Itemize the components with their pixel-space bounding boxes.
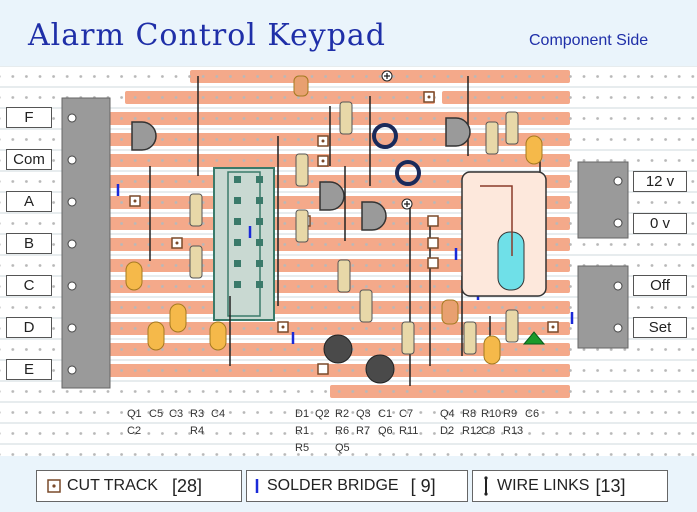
component-column: C3 [169, 408, 184, 420]
right-label-set: Set [633, 317, 687, 338]
page-title: Alarm Control Keypad [28, 18, 386, 53]
component-column: C5 [149, 408, 164, 420]
left-label-c: C [6, 275, 52, 296]
legend-solder-bridge-count: [ 9] [410, 475, 436, 496]
page-subtitle: Component Side [529, 32, 649, 49]
electrolytic-capacitor-icon [372, 123, 421, 186]
transistor-icon [131, 117, 471, 231]
wire-link-icon [484, 476, 488, 496]
right-label-0v: 0 v [633, 213, 687, 234]
relay-icon [461, 171, 547, 297]
legend-cut-track-count: [28] [171, 475, 203, 496]
led-icon [522, 331, 546, 345]
left-label-e: E [6, 359, 52, 380]
stripboard [0, 66, 697, 456]
left-header-connector [61, 97, 111, 389]
right-header-power [577, 161, 629, 239]
capacitor-icon [125, 75, 543, 365]
right-header-switch [577, 265, 629, 349]
left-label-b: B [6, 233, 52, 254]
legend-cut-track-label: CUT TRACK [67, 477, 158, 494]
component-column: C6 [525, 408, 540, 420]
solder-bridge-icon [255, 479, 259, 493]
left-label-d: D [6, 317, 52, 338]
resistor-icon [189, 101, 519, 355]
left-label-com: Com [6, 149, 52, 170]
legend-solder-bridge-label: SOLDER BRIDGE [267, 477, 399, 494]
legend-solder-bridge: SOLDER BRIDGE [ 9] [246, 470, 468, 502]
ic-icon [213, 167, 275, 321]
component-column: C4 [211, 408, 226, 420]
cut-track-icon [47, 479, 61, 493]
legend-wire-links-count: [13] [595, 475, 626, 496]
left-label-a: A [6, 191, 52, 212]
right-label-12v: 12 v [633, 171, 687, 192]
legend-cut-track: CUT TRACK [28] [36, 470, 242, 502]
component-column: Q2 [315, 408, 330, 420]
legend-wire-links: WIRE LINKS [13] [472, 470, 668, 502]
legend-wire-links-label: WIRE LINKS [497, 477, 590, 494]
right-label-off: Off [633, 275, 687, 296]
left-label-f: F [6, 107, 52, 128]
